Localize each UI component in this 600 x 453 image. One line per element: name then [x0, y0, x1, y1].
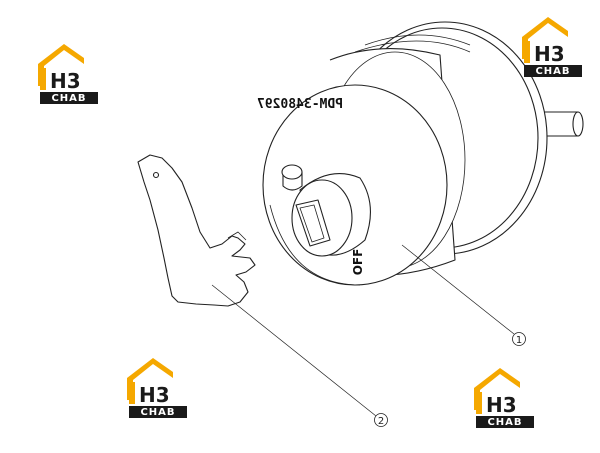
part-number-stamp: PDM-3480297	[257, 97, 343, 112]
leader-line-2	[211, 284, 377, 417]
logo-letters: H3	[486, 393, 517, 417]
logo-brand: CHAB	[487, 417, 522, 428]
leader-line-1	[401, 244, 515, 335]
logo-letters: H3	[139, 383, 170, 407]
logo-brand: CHAB	[535, 66, 570, 77]
lever-plate	[137, 154, 256, 307]
callout-number-2: 2	[378, 416, 384, 427]
watermark-logo-bottom-right: H3 CHAB	[470, 364, 542, 430]
watermark-logo-top-right: H3 CHAB	[518, 13, 590, 79]
off-marking: OFF	[351, 249, 365, 276]
callout-number-1: 1	[516, 335, 522, 346]
watermark-logo-top-left: H3 CHAB	[34, 40, 106, 106]
callout-circle-2	[374, 413, 388, 427]
logo-brand: CHAB	[51, 93, 86, 104]
pin	[281, 164, 303, 191]
logo-brand: CHAB	[140, 407, 175, 418]
logo-letters: H3	[534, 42, 565, 66]
center-boss	[291, 173, 371, 257]
logo-letters: H3	[50, 69, 81, 93]
watermark-logo-bottom-left: H3 CHAB	[123, 354, 195, 420]
callout-circle-1	[512, 332, 526, 346]
